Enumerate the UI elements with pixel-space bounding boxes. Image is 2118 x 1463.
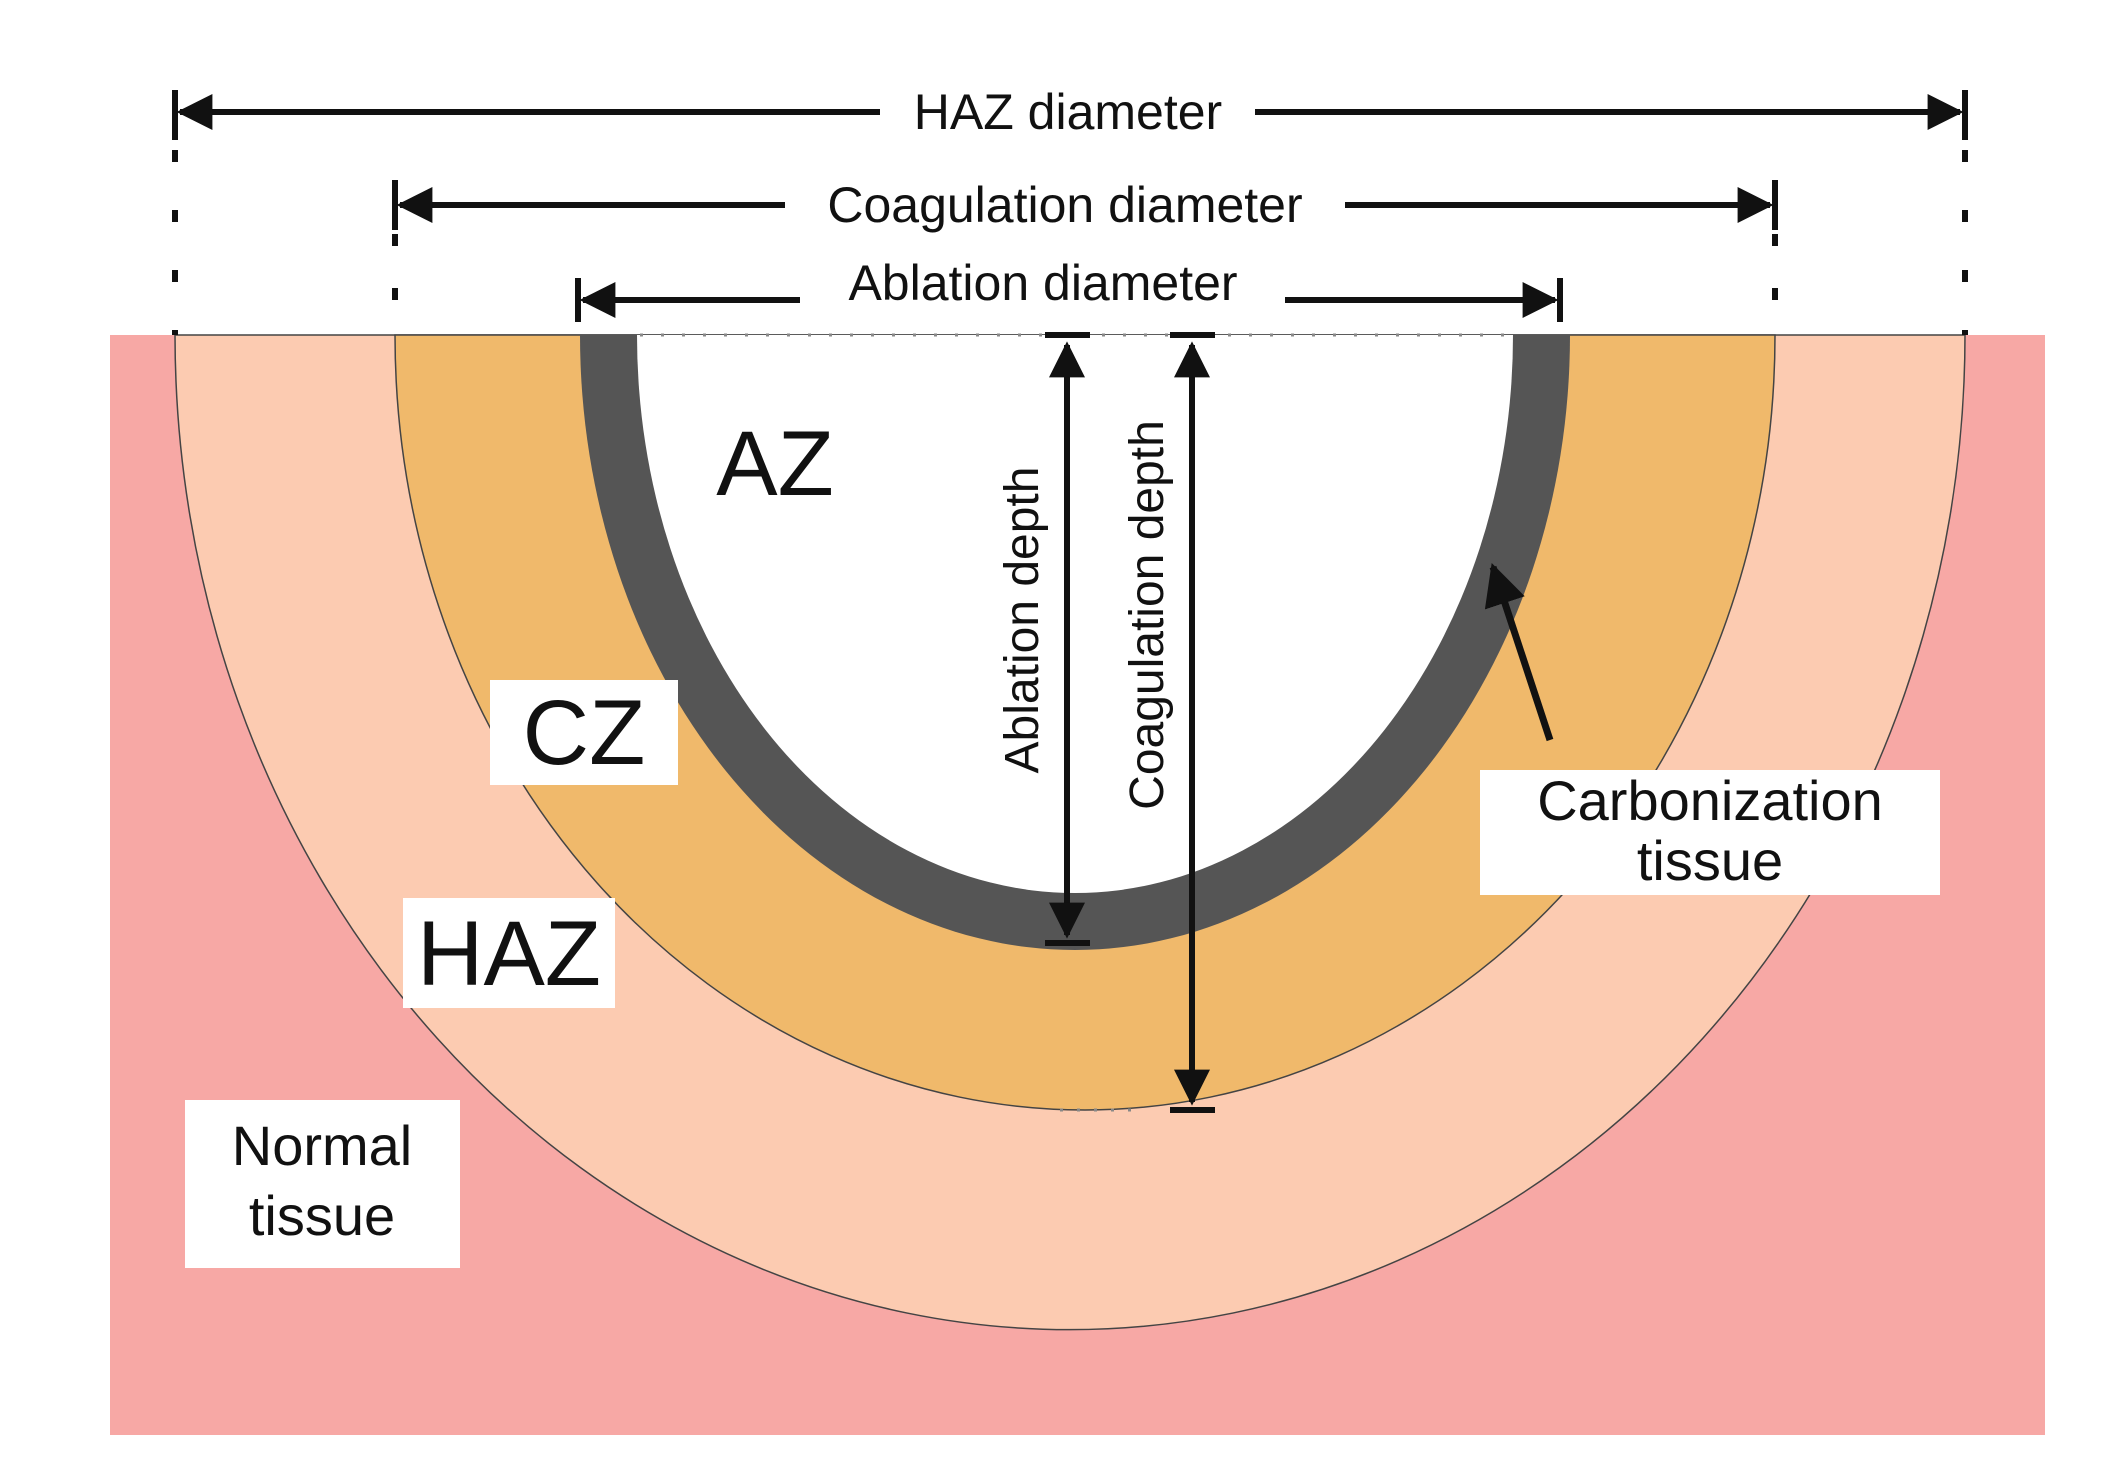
normal-tissue-label-box <box>185 1100 460 1268</box>
cz-label-box <box>490 680 678 785</box>
carbonization-pointer-arrow <box>1484 563 1554 742</box>
carbonization-label-box <box>1480 770 1940 895</box>
coagulation-diameter-label-backdrop <box>815 175 1315 235</box>
normal-tissue-label-line1: Normal <box>232 1114 412 1177</box>
carbonization-label-line1: Carbonization <box>1537 769 1883 832</box>
haz-label: HAZ <box>417 903 601 1005</box>
normal-tissue-label-line2: tissue <box>249 1184 395 1247</box>
ablation-diameter-label: Ablation diameter <box>848 255 1237 311</box>
coagulation-depth-label: Coagulation depth <box>1121 420 1174 810</box>
haz-diameter-label-backdrop <box>901 82 1235 142</box>
carbonization-label-line2: tissue <box>1637 829 1783 892</box>
coagulation-diameter-label: Coagulation diameter <box>827 177 1302 233</box>
haz-label-box <box>403 898 615 1008</box>
cz-label: CZ <box>523 682 646 784</box>
ablation-depth-label: Ablation depth <box>996 467 1049 774</box>
az-label: AZ <box>716 413 834 515</box>
haz-diameter-label: HAZ diameter <box>914 84 1222 140</box>
ablation-diameter-label-backdrop <box>836 253 1250 313</box>
